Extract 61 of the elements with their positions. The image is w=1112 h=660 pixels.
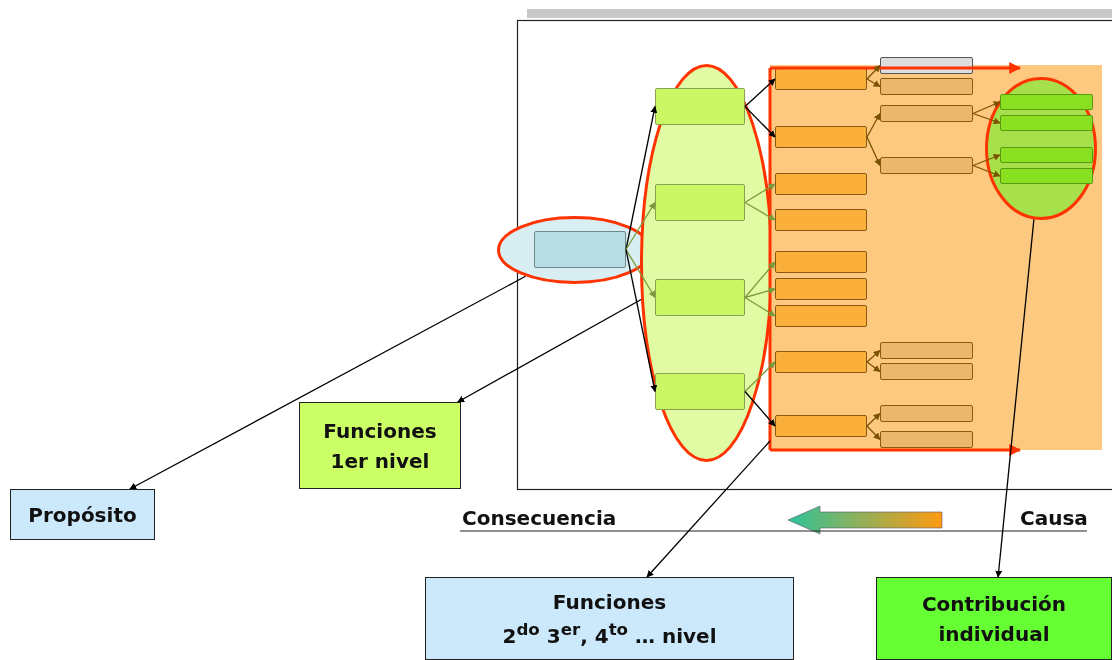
arrow — [744, 390, 776, 427]
empty-box — [1000, 147, 1093, 163]
empty-box — [655, 373, 745, 410]
leader-line — [129, 275, 527, 490]
empty-box — [655, 279, 745, 316]
arrow — [866, 412, 881, 427]
arrow — [972, 112, 1001, 125]
empty-box — [775, 251, 867, 273]
empty-box — [880, 105, 973, 122]
arrow — [625, 248, 658, 393]
empty-box — [775, 415, 867, 437]
arrow — [866, 425, 881, 441]
arrow — [744, 296, 776, 317]
axis-caption: Causa — [1020, 506, 1088, 530]
arrow — [625, 248, 656, 299]
arrow — [744, 201, 776, 221]
label-box: Funciones 1er nivel — [299, 402, 461, 489]
arrow — [866, 64, 881, 80]
shaded-region — [770, 65, 1102, 450]
arrow — [866, 78, 881, 88]
empty-box — [880, 363, 973, 380]
arrow — [972, 154, 1001, 167]
arrow — [866, 349, 881, 363]
empty-box — [880, 431, 973, 448]
arrow — [866, 361, 881, 373]
empty-box — [775, 351, 867, 373]
empty-box — [1000, 115, 1093, 131]
arrow — [972, 164, 1001, 177]
empty-box — [1000, 168, 1093, 184]
arrow — [744, 361, 776, 393]
leader-line — [457, 298, 642, 403]
arrow — [866, 136, 881, 167]
label-box: Contribución individual — [876, 577, 1112, 660]
empty-box — [534, 231, 626, 268]
empty-box — [880, 157, 973, 174]
arrow — [744, 183, 776, 204]
arrow — [744, 287, 776, 299]
arrow — [866, 112, 881, 138]
arrow — [744, 105, 776, 138]
empty-box — [775, 173, 867, 195]
leader-line — [646, 440, 771, 578]
arrow — [625, 201, 656, 251]
empty-box — [655, 184, 745, 221]
empty-box — [775, 305, 867, 327]
empty-box — [775, 126, 867, 148]
arrow — [744, 78, 776, 108]
box-subheading: 2$^{do}$ 3$^{er}$, 4$^{to}$ … nivel — [502, 618, 717, 650]
empty-box — [655, 88, 745, 125]
empty-box — [775, 209, 867, 231]
arrow — [744, 261, 776, 299]
empty-box — [880, 342, 973, 359]
axis-caption: Consecuencia — [462, 506, 617, 530]
empty-box — [775, 68, 867, 90]
box-heading: Funciones — [552, 588, 667, 616]
empty-box — [775, 278, 867, 300]
label-box: Propósito — [10, 489, 155, 540]
leader-line — [995, 218, 1035, 578]
empty-box — [880, 78, 973, 95]
empty-box — [880, 405, 973, 422]
arrow — [972, 101, 1001, 115]
empty-box — [1000, 94, 1093, 110]
